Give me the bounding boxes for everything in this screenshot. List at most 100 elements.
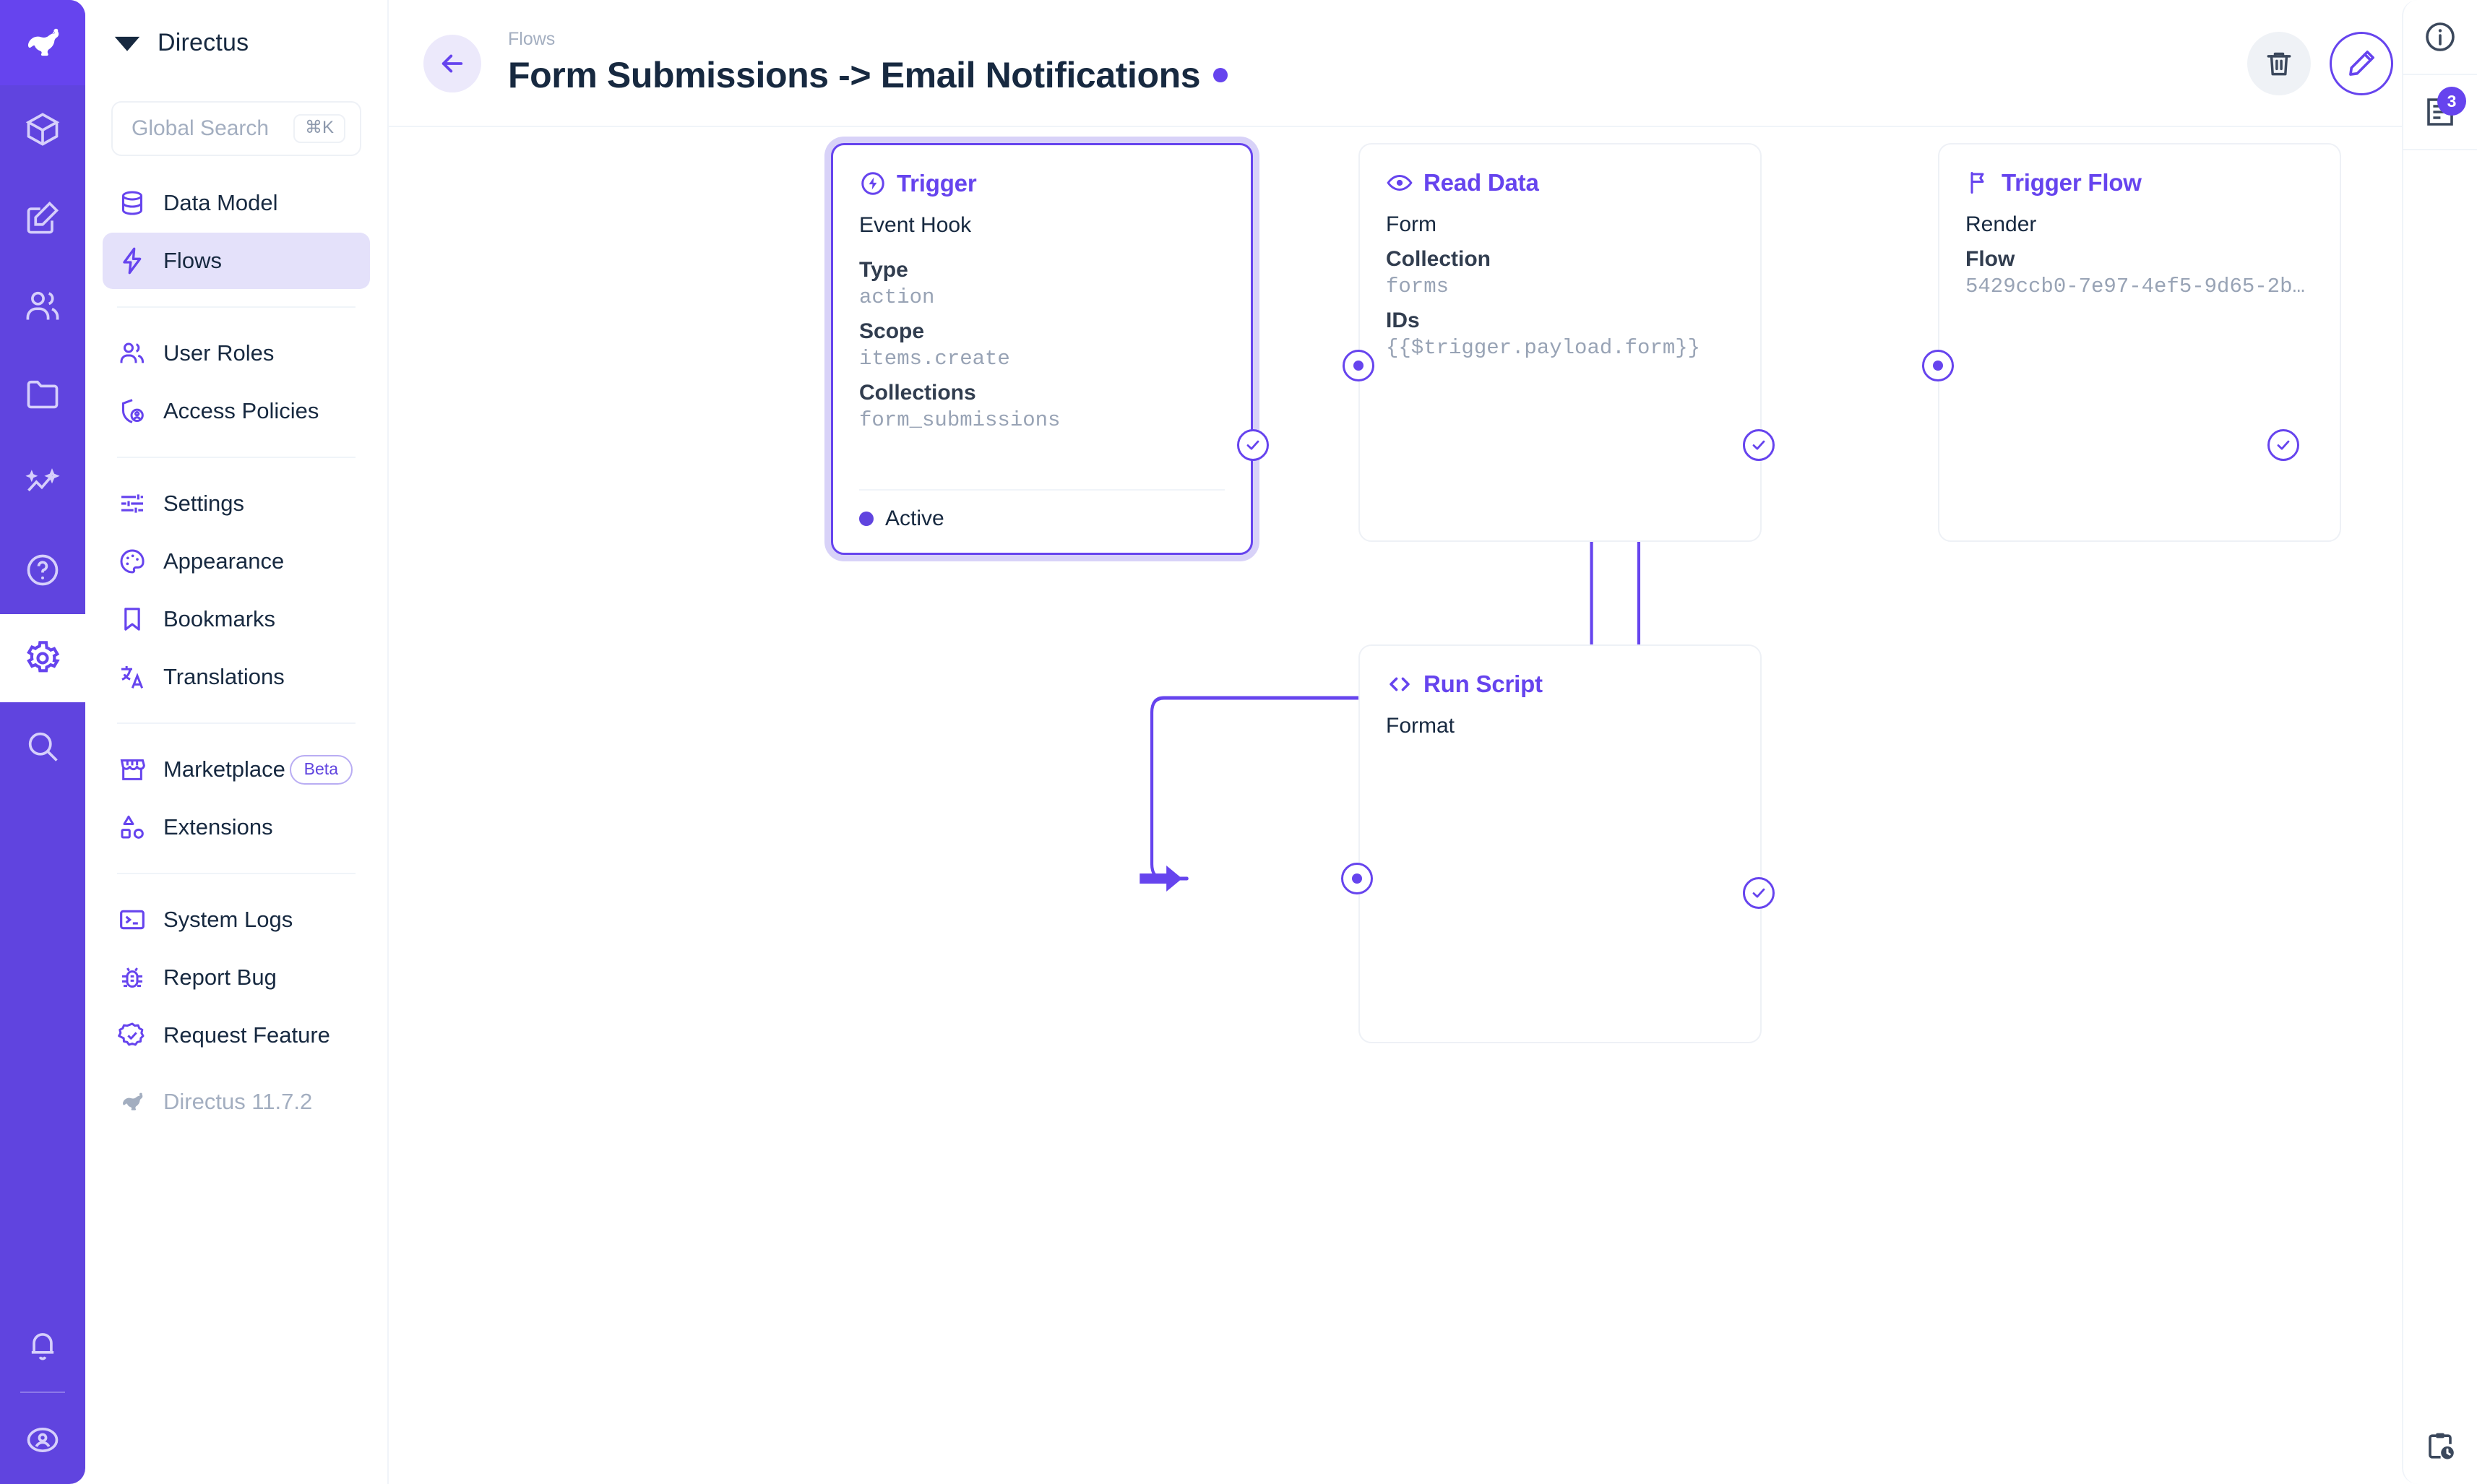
node-subtitle: Event Hook bbox=[859, 213, 972, 237]
revisions-button[interactable]: 3 bbox=[2403, 75, 2477, 150]
flow-node-read-data[interactable]: Read Data Form Collection forms IDs {{$t… bbox=[1358, 143, 1762, 542]
port-read-data-input[interactable] bbox=[1343, 350, 1374, 381]
rail-item-content[interactable] bbox=[0, 85, 85, 173]
field-value: action bbox=[859, 285, 935, 309]
sidebar-item-label: Access Policies bbox=[163, 398, 319, 423]
directus-mark-icon bbox=[114, 36, 140, 51]
check-icon bbox=[2277, 440, 2290, 450]
sidebar-item-extensions[interactable]: Extensions bbox=[103, 799, 370, 855]
sidebar-divider bbox=[117, 873, 356, 874]
port-dot bbox=[1353, 361, 1364, 371]
field-key: Flow bbox=[1965, 247, 2015, 271]
flow-node-trigger-flow-render[interactable]: Trigger Flow Render Flow 5429ccb0-7e97-4… bbox=[1938, 143, 2341, 542]
box-icon bbox=[25, 113, 60, 146]
sidebar-item-settings[interactable]: Settings bbox=[103, 475, 370, 532]
field-key: Scope bbox=[859, 319, 925, 343]
users-icon bbox=[117, 338, 147, 368]
rail-item-notifications[interactable] bbox=[0, 1300, 85, 1389]
flow-canvas[interactable]: Trigger Event Hook Type action Scope ite… bbox=[389, 127, 2402, 1484]
lightning-icon bbox=[117, 246, 147, 276]
port-trigger-resolve[interactable] bbox=[1237, 429, 1269, 461]
sidebar-item-request-feature[interactable]: Request Feature bbox=[103, 1007, 370, 1064]
edit-square-icon bbox=[27, 201, 59, 234]
sidebar-item-access-policies[interactable]: Access Policies bbox=[103, 383, 370, 439]
revisions-count-badge: 3 bbox=[2437, 87, 2466, 116]
info-circle-icon bbox=[2426, 22, 2455, 51]
node-status: Active bbox=[859, 489, 1225, 531]
bookmark-icon bbox=[117, 604, 147, 634]
sidebar-item-system-logs[interactable]: System Logs bbox=[103, 892, 370, 948]
rail-item-help[interactable] bbox=[0, 526, 85, 614]
flag-icon bbox=[1970, 172, 1984, 194]
sidebar-item-label: System Logs bbox=[163, 907, 293, 932]
port-dot bbox=[1352, 873, 1362, 884]
arrowhead-run-script bbox=[1140, 866, 1182, 892]
field-key: IDs bbox=[1386, 309, 1420, 332]
sidebar-item-label: Appearance bbox=[163, 548, 285, 574]
sidebar-item-label: Bookmarks bbox=[163, 606, 276, 631]
sidebar-version[interactable]: Directus 11.7.2 bbox=[103, 1074, 370, 1130]
gear-icon bbox=[27, 641, 60, 673]
translate-icon bbox=[117, 662, 147, 692]
sidebar-divider bbox=[117, 457, 356, 458]
trigger-bolt-icon bbox=[861, 172, 884, 195]
rail-item-users[interactable] bbox=[0, 262, 85, 350]
sidebar-item-appearance[interactable]: Appearance bbox=[103, 533, 370, 590]
node-title: Trigger bbox=[859, 170, 1225, 197]
rabbit-icon bbox=[117, 1087, 147, 1117]
pencil-icon bbox=[2349, 51, 2374, 76]
node-title: Run Script bbox=[1386, 670, 1734, 698]
port-render-input[interactable] bbox=[1922, 350, 1954, 381]
sidebar-item-bookmarks[interactable]: Bookmarks bbox=[103, 591, 370, 647]
port-run-script-input[interactable] bbox=[1341, 863, 1373, 894]
sidebar-item-flows[interactable]: Flows bbox=[103, 233, 370, 289]
sidebar-item-marketplace[interactable]: Marketplace Beta bbox=[103, 741, 370, 798]
rail-item-settings[interactable] bbox=[0, 614, 85, 702]
code-icon bbox=[1390, 677, 1410, 691]
node-subtitle: Format bbox=[1386, 714, 1455, 738]
field-key: Collections bbox=[859, 381, 976, 405]
sidebar-item-translations[interactable]: Translations bbox=[103, 649, 370, 705]
port-read-data-resolve[interactable] bbox=[1743, 429, 1775, 461]
settings-sidebar: Directus Global Search ⌘K Data Model Flo… bbox=[85, 0, 389, 1484]
sidebar-item-label: Settings bbox=[163, 491, 245, 516]
rail-item-account[interactable] bbox=[0, 1396, 85, 1484]
field-key: Type bbox=[859, 258, 908, 282]
field-value: items.create bbox=[859, 347, 1010, 371]
flow-node-trigger[interactable]: Trigger Event Hook Type action Scope ite… bbox=[831, 143, 1253, 555]
port-render-resolve[interactable] bbox=[2267, 429, 2299, 461]
palette-icon bbox=[117, 546, 147, 577]
unsaved-indicator-dot bbox=[1213, 67, 1228, 82]
search-shortcut: ⌘K bbox=[293, 113, 345, 144]
sidebar-nav: Data Model Flows User Roles Acc bbox=[85, 156, 387, 1130]
sidebar-item-data-model[interactable]: Data Model bbox=[103, 175, 370, 231]
search-input[interactable]: Global Search ⌘K bbox=[111, 101, 361, 156]
sliders-icon bbox=[117, 488, 147, 519]
sidebar-item-report-bug[interactable]: Report Bug bbox=[103, 949, 370, 1006]
info-button[interactable] bbox=[2403, 0, 2477, 75]
back-button[interactable] bbox=[423, 35, 481, 92]
delete-button[interactable] bbox=[2247, 32, 2311, 95]
sidebar-item-label: Flows bbox=[163, 248, 222, 273]
sidebar-item-label: Marketplace bbox=[163, 756, 285, 782]
directus-logo-tile[interactable] bbox=[0, 0, 85, 85]
port-run-script-resolve[interactable] bbox=[1743, 877, 1775, 909]
status-dot bbox=[859, 512, 874, 526]
rail-item-files[interactable] bbox=[0, 350, 85, 438]
rail-item-insights[interactable] bbox=[0, 438, 85, 526]
node-title: Read Data bbox=[1386, 169, 1734, 197]
rail-item-search[interactable] bbox=[0, 702, 85, 790]
edit-button[interactable] bbox=[2330, 32, 2393, 95]
flow-node-run-script[interactable]: Run Script Format bbox=[1358, 644, 1762, 1043]
rail-item-editor[interactable] bbox=[0, 173, 85, 262]
sidebar-item-user-roles[interactable]: User Roles bbox=[103, 325, 370, 381]
port-dot bbox=[1933, 361, 1943, 371]
field-key: Collection bbox=[1386, 247, 1491, 271]
field-value: {{$trigger.payload.form}} bbox=[1386, 336, 1701, 360]
node-subtitle: Render bbox=[1965, 212, 2037, 236]
breadcrumb[interactable]: Flows bbox=[508, 29, 556, 49]
bell-icon bbox=[31, 1333, 54, 1360]
activity-button[interactable] bbox=[2403, 1409, 2477, 1484]
eye-icon bbox=[1387, 174, 1413, 191]
